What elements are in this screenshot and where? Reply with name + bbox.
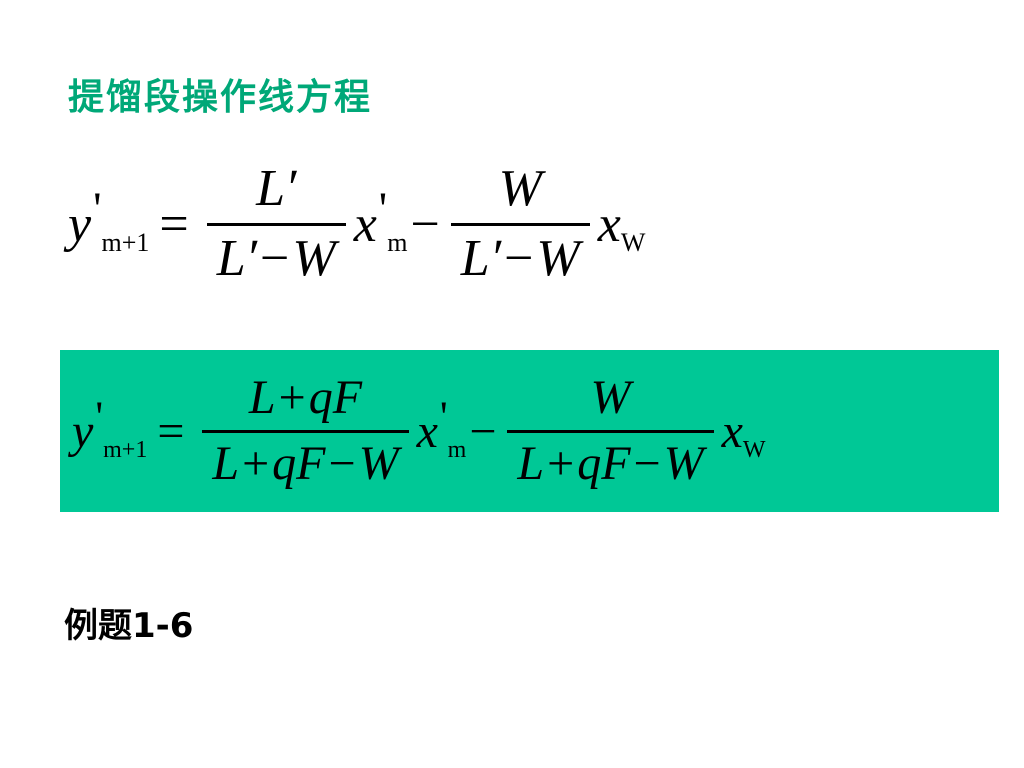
num-term-b: qF — [308, 371, 363, 425]
end-subscript: W — [742, 436, 766, 463]
equation-primed-form: y ' m+1 = L′ L′−W x ' m − W L′−W x W — [68, 156, 645, 292]
den-operator-1: + — [242, 436, 270, 490]
equals-sign: = — [157, 404, 185, 458]
fraction-2-denominator: L+qF−W — [507, 433, 713, 489]
den-term-a: L′ — [460, 229, 502, 287]
mid-variable: x — [353, 195, 377, 253]
equals-sign: = — [159, 195, 189, 253]
den-operator: − — [504, 229, 534, 287]
den-operator: − — [260, 229, 290, 287]
den-operator-2: − — [328, 436, 356, 490]
num-term-a: L — [248, 371, 276, 425]
fraction-1-denominator: L′−W — [207, 226, 346, 287]
fraction-1: L′ L′−W — [206, 159, 346, 287]
fraction-2-bar — [450, 222, 590, 226]
end-term: x W — [721, 404, 766, 463]
lhs-subscript: m+1 — [103, 436, 148, 463]
lhs-term: y ' m+1 — [68, 183, 149, 257]
mid-term: x ' m — [416, 394, 467, 462]
den-operator-2: − — [633, 436, 661, 490]
mid-term: x ' m — [353, 183, 408, 257]
den-term-b: W — [536, 229, 580, 287]
end-subscript: W — [620, 228, 646, 258]
mid-subscript: m — [447, 436, 467, 463]
lhs-prime: ' — [95, 394, 104, 442]
fraction-1-bar — [206, 222, 346, 226]
den-term-a: L′ — [216, 229, 258, 287]
num-operator: + — [278, 371, 306, 425]
fraction-1-denominator: L+qF−W — [202, 433, 408, 489]
mid-variable: x — [416, 404, 438, 458]
den-operator-1: + — [547, 436, 575, 490]
fraction-2: W L+qF−W — [507, 371, 714, 489]
den-term-b: qF — [577, 436, 631, 490]
fraction-2-numerator: W — [590, 371, 631, 425]
lhs-term: y ' m+1 — [72, 394, 147, 462]
end-variable: x — [597, 195, 621, 253]
fraction-1-numerator: L′ — [256, 159, 297, 217]
fraction-2-numerator: W — [498, 159, 542, 217]
fraction-2-denominator: L′−W — [451, 226, 590, 287]
lhs-variable: y — [72, 404, 94, 458]
den-term-c: W — [663, 436, 704, 490]
equation-feed-form: y ' m+1 = L+qF L+qF−W x ' m − W L+qF−W x… — [72, 352, 766, 510]
lhs-subscript: m+1 — [101, 228, 150, 258]
mid-subscript: m — [387, 228, 408, 258]
end-variable: x — [721, 404, 743, 458]
minus-sign: − — [410, 195, 440, 253]
fraction-2: W L′−W — [450, 159, 590, 287]
fraction-2-bar — [507, 429, 714, 433]
den-term-a: L — [517, 436, 545, 490]
example-label: 例题1-6 — [64, 606, 194, 646]
slide-title: 提馏段操作线方程 — [68, 77, 373, 118]
fraction-1-numerator: L+qF — [239, 371, 372, 429]
end-term: x W — [597, 195, 646, 258]
minus-sign: − — [469, 404, 497, 458]
lhs-prime: ' — [93, 183, 102, 236]
fraction-1-bar — [202, 429, 409, 433]
den-term-c: W — [358, 436, 399, 490]
lhs-variable: y — [68, 195, 92, 253]
fraction-1: L+qF L+qF−W — [202, 371, 409, 489]
den-term-b: qF — [272, 436, 326, 490]
den-term-b: W — [292, 229, 336, 287]
mid-prime: ' — [378, 183, 388, 236]
mid-prime: ' — [439, 394, 448, 442]
den-term-a: L — [212, 436, 240, 490]
